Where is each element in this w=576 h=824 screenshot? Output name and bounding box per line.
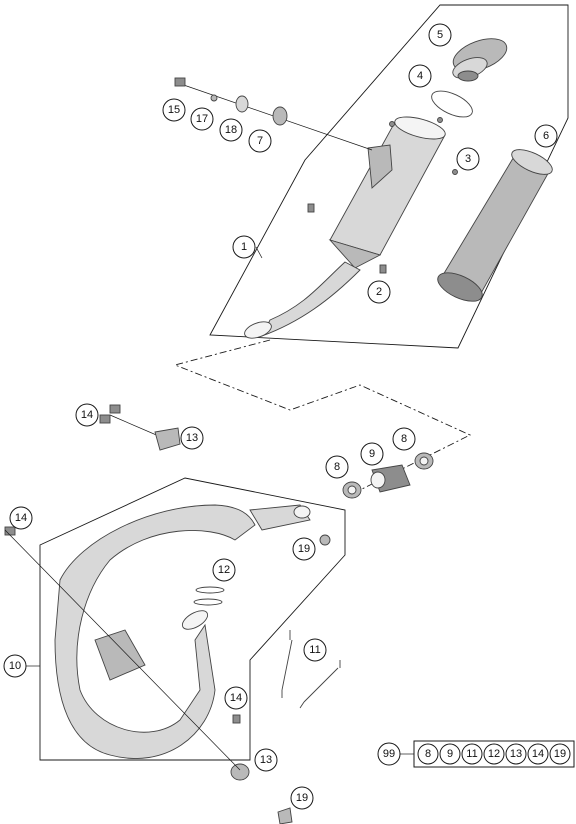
callout-14-bottom: 14 [224, 686, 248, 710]
callout-2: 2 [367, 280, 391, 304]
svg-text:5: 5 [437, 29, 443, 41]
callout-19-bottom: 19 [290, 786, 314, 810]
svg-text:19: 19 [296, 792, 308, 804]
kit-item-13: 13 [505, 743, 527, 765]
kit-number-callout: 99 [377, 742, 401, 766]
svg-text:14: 14 [532, 748, 544, 760]
svg-text:13: 13 [186, 432, 198, 444]
svg-text:8: 8 [401, 433, 407, 445]
callout-19-top: 19 [292, 537, 316, 561]
springs-drawing [281, 630, 341, 709]
kit-reference: 99 8 9 11 12 13 14 19 [377, 740, 575, 768]
svg-text:8: 8 [334, 461, 340, 473]
callout-3: 3 [456, 147, 480, 171]
callout-17: 17 [190, 107, 214, 131]
svg-text:2: 2 [376, 286, 382, 298]
kit-item-14: 14 [527, 743, 549, 765]
svg-text:99: 99 [383, 748, 395, 760]
silencer-body-drawing [244, 116, 446, 339]
svg-text:18: 18 [225, 124, 237, 136]
svg-text:4: 4 [417, 70, 423, 82]
svg-text:13: 13 [260, 754, 272, 766]
callout-7: 7 [248, 129, 272, 153]
svg-text:14: 14 [15, 512, 27, 524]
kit-item-12: 12 [483, 743, 505, 765]
callout-13-top: 13 [180, 426, 204, 450]
kit-item-9: 9 [439, 743, 461, 765]
callout-12: 12 [212, 558, 236, 582]
svg-text:8: 8 [425, 748, 431, 760]
svg-text:6: 6 [543, 130, 549, 142]
kit-item-8: 8 [417, 743, 439, 765]
svg-text:17: 17 [196, 113, 208, 125]
callout-5: 5 [428, 23, 452, 47]
front-connector-drawing [249, 504, 311, 531]
assembly-connection-line [173, 339, 472, 491]
svg-text:11: 11 [309, 644, 320, 656]
manifold-group-frame [39, 477, 346, 761]
header-pipe-drawing [54, 504, 256, 759]
callout-14-top: 14 [75, 403, 99, 427]
silencer-group-frame [209, 4, 569, 349]
svg-text:9: 9 [447, 748, 453, 760]
svg-text:19: 19 [298, 543, 310, 555]
svg-text:10: 10 [9, 660, 21, 672]
upper-fastener-drawings [174, 77, 458, 274]
end-cap-drawing [452, 38, 508, 82]
o-ring-drawing [431, 90, 473, 118]
callout-6: 6 [534, 124, 558, 148]
svg-text:13: 13 [510, 748, 522, 760]
svg-text:12: 12 [218, 564, 230, 576]
callout-15: 15 [162, 98, 186, 122]
kit-item-19: 19 [549, 743, 571, 765]
callout-9: 9 [360, 442, 384, 466]
svg-text:15: 15 [168, 104, 180, 116]
svg-text:19: 19 [554, 748, 566, 760]
svg-text:3: 3 [465, 153, 471, 165]
svg-text:7: 7 [257, 135, 263, 147]
svg-text:11: 11 [466, 748, 477, 760]
silencer-outer-drawing [437, 149, 553, 302]
svg-text:12: 12 [488, 748, 500, 760]
callout-8-left: 8 [325, 455, 349, 479]
callout-18: 18 [219, 118, 243, 142]
svg-text:14: 14 [81, 409, 93, 421]
callout-4: 4 [408, 64, 432, 88]
kit-item-11: 11 [461, 743, 483, 765]
callout-8-right: 8 [392, 427, 416, 451]
svg-text:1: 1 [241, 241, 247, 253]
o-rings-drawing [193, 586, 225, 606]
lower-fastener-drawings [4, 404, 331, 824]
seals-sleeve-drawing [342, 452, 434, 499]
callout-13-bottom: 13 [254, 748, 278, 772]
svg-text:14: 14 [230, 692, 242, 704]
callout-11: 11 [303, 638, 327, 662]
callout-10: 10 [3, 654, 40, 678]
callout-1: 1 [232, 235, 263, 259]
svg-text:9: 9 [369, 448, 375, 460]
callout-14-left: 14 [9, 506, 33, 530]
